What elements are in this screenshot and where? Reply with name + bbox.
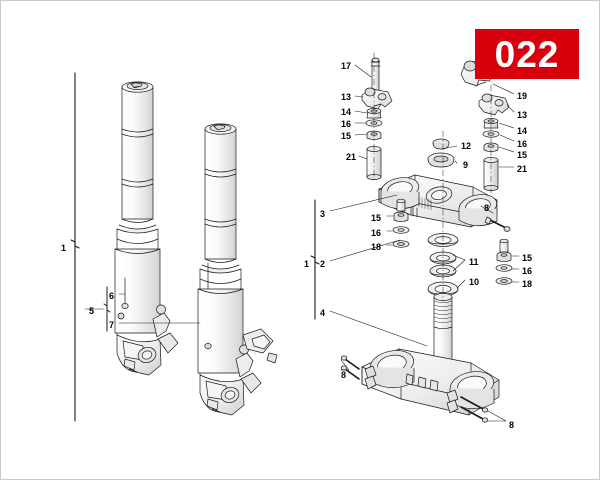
part-callout-1: 1	[61, 243, 67, 253]
page-number-text: 022	[494, 33, 560, 75]
stack-stem-right	[495, 238, 513, 285]
bracket-mid-1	[310, 199, 320, 320]
leaders-clamp	[440, 145, 494, 214]
part-callout-4: 4	[320, 308, 326, 318]
leader-mid-4	[329, 310, 428, 347]
part-callout-18: 18	[522, 279, 533, 289]
part-callout-19: 19	[517, 91, 528, 101]
leaders-stem-right	[511, 255, 520, 283]
bracket-left-5	[103, 286, 111, 332]
leader-mid-3	[329, 194, 398, 212]
part-callout-11: 11	[469, 257, 479, 267]
part-callout-13: 13	[341, 92, 352, 102]
part-callout-7: 7	[109, 320, 115, 330]
part-callout-13: 13	[517, 110, 528, 120]
part-callout-17: 17	[341, 61, 352, 71]
part-callout-8: 8	[341, 370, 347, 380]
part-callout-16: 16	[371, 228, 382, 238]
leaders-left-top	[354, 64, 372, 160]
part-callout-5: 5	[89, 306, 95, 316]
part-callout-12: 12	[461, 141, 472, 151]
bracket-left-1	[70, 72, 80, 422]
part-callout-16: 16	[522, 266, 533, 276]
part-callout-14: 14	[517, 126, 528, 136]
stack-right-top	[460, 60, 510, 191]
part-callout-21: 21	[346, 152, 357, 162]
part-callout-16: 16	[517, 139, 528, 149]
leaders-bearing	[452, 254, 466, 289]
lower-triple-clamp	[340, 293, 500, 423]
fork-leg-left	[114, 81, 179, 376]
part-callout-6: 6	[109, 291, 115, 301]
fork-leg-right	[197, 123, 278, 416]
part-callout-8: 8	[484, 203, 490, 213]
part-callout-16: 16	[341, 119, 352, 129]
center-axis	[373, 52, 492, 302]
part-callout-15: 15	[517, 150, 528, 160]
part-callout-14: 14	[341, 107, 352, 117]
part-callout-15: 15	[341, 131, 352, 141]
part-callout-15: 15	[371, 213, 382, 223]
part-callout-21: 21	[517, 164, 528, 174]
leaders-clamp-left	[386, 215, 394, 246]
leaders-right-top	[492, 83, 515, 168]
part-callout-15: 15	[522, 253, 533, 263]
part-callout-3: 3	[320, 209, 326, 219]
part-callout-9: 9	[463, 160, 469, 170]
stack-left-top	[361, 57, 393, 180]
part-callout-18: 18	[371, 242, 382, 252]
part-callout-8: 8	[509, 420, 515, 430]
page-number-badge: 022	[475, 29, 579, 79]
part-callout-2: 2	[320, 259, 326, 269]
part-callout-1: 1	[304, 259, 310, 269]
stack-clamp-left	[392, 198, 410, 248]
upper-triple-clamp	[378, 138, 511, 232]
leader-mid-2	[329, 239, 401, 262]
part-callout-10: 10	[469, 277, 480, 287]
leaders-lower-clamp	[340, 359, 507, 422]
